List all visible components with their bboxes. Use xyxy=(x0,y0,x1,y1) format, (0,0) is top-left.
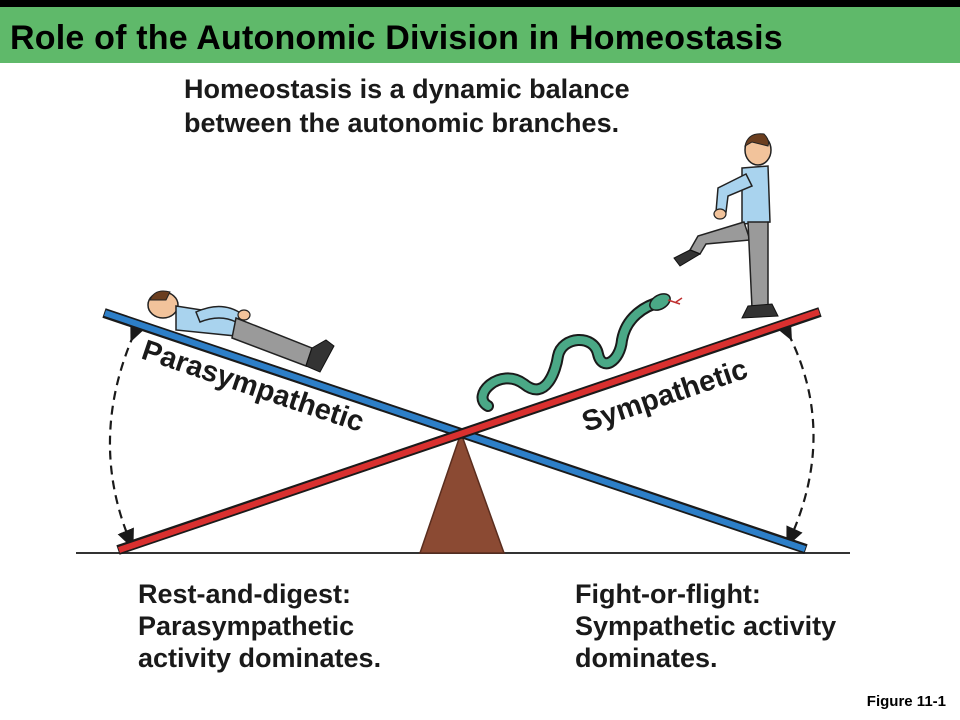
caption-right-line-1: Fight-or-flight: xyxy=(575,579,761,609)
running-person-icon xyxy=(673,133,779,319)
slide-title: Role of the Autonomic Division in Homeos… xyxy=(10,19,783,57)
caption-left-line-2: Parasympathetic xyxy=(138,611,355,641)
caption-right-line-2: Sympathetic activity xyxy=(575,611,837,641)
subtitle-line-2: between the autonomic branches. xyxy=(184,108,620,138)
top-border xyxy=(0,0,960,7)
caption-left-line-3: activity dominates. xyxy=(138,643,382,673)
fight-or-flight-caption: Fight-or-flight: Sympathetic activity do… xyxy=(575,578,836,674)
caption-left-line-1: Rest-and-digest: xyxy=(138,579,352,609)
snake-icon xyxy=(476,293,683,412)
title-bar: Role of the Autonomic Division in Homeos… xyxy=(0,7,960,63)
figure-reference: Figure 11-1 xyxy=(866,693,946,710)
sympathetic-beam-fill xyxy=(118,309,820,553)
caption-right-line-3: dominates. xyxy=(575,643,718,673)
fulcrum-icon xyxy=(418,430,506,554)
subtitle: Homeostasis is a dynamic balance between… xyxy=(184,72,744,140)
resting-person-icon xyxy=(147,290,335,373)
subtitle-line-1: Homeostasis is a dynamic balance xyxy=(184,74,630,104)
rest-and-digest-caption: Rest-and-digest: Parasympathetic activit… xyxy=(138,578,381,674)
left-arc-arrow xyxy=(108,320,147,550)
right-arc-arrow xyxy=(775,319,815,548)
